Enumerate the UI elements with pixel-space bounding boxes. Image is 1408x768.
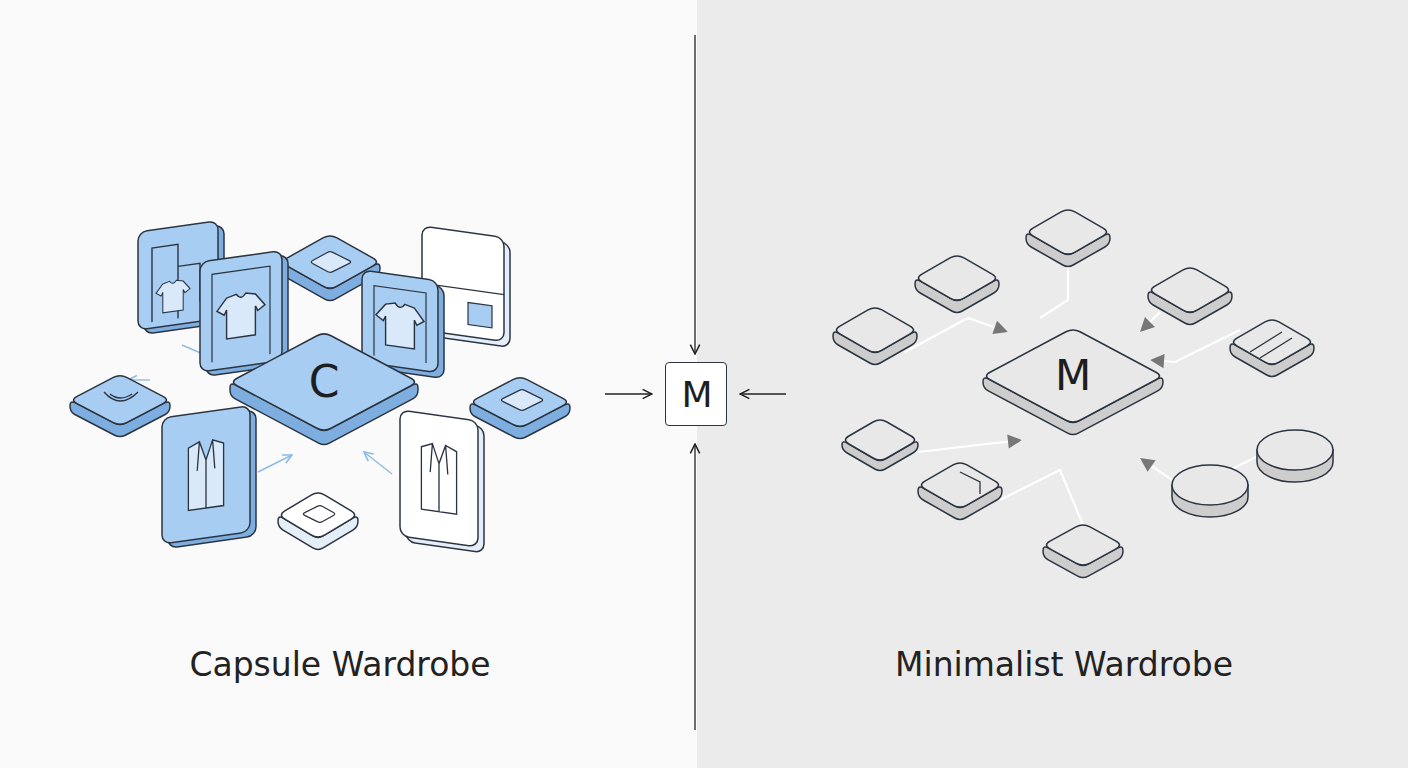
tile-top (234, 334, 415, 430)
grey-tile (1026, 210, 1110, 267)
grey-tile (918, 463, 1002, 520)
link-line (1000, 470, 1083, 525)
tile-top (74, 376, 167, 424)
garment-card (400, 410, 484, 553)
folded-tile (278, 493, 358, 549)
capsule-hub-tile: C (230, 332, 418, 446)
tile-top (1029, 210, 1106, 254)
grey-tile (1148, 268, 1232, 325)
jacket-icon (188, 438, 223, 510)
node-letter: C (309, 360, 340, 404)
flow-arrow (364, 452, 392, 474)
link-line (1140, 458, 1172, 480)
link-line (1230, 455, 1260, 470)
grey-tile (915, 256, 999, 313)
divider-arrow (694, 35, 695, 354)
minimalist-hub-tile: M (983, 328, 1163, 436)
merge-box: M (665, 362, 727, 426)
minimalist-illustration (833, 210, 1333, 578)
folded-tile (470, 378, 570, 439)
round-tile (1257, 430, 1333, 482)
tile-top (1047, 525, 1120, 565)
jacket-icon (421, 442, 456, 514)
link-line (1150, 330, 1240, 362)
text-wrap: C (230, 332, 418, 432)
grey-tile (842, 420, 918, 470)
inner-square (501, 390, 542, 411)
flow-arrow (258, 455, 292, 472)
round-tile (1172, 465, 1248, 517)
card-face (200, 250, 282, 372)
garment-card (162, 405, 256, 549)
tile-top (845, 420, 914, 460)
link-line (918, 440, 1022, 452)
tile-top (1233, 320, 1310, 364)
hub-tile-shape (230, 334, 418, 445)
swatch-square (468, 302, 492, 327)
collar-icon (104, 392, 138, 401)
left-panel (0, 0, 697, 768)
link-line (1140, 312, 1160, 332)
panel-caption: Capsule Wardrobe (40, 645, 640, 684)
capsule-illustration (70, 220, 570, 553)
divider-arrow (694, 444, 695, 730)
divider-lines (1250, 332, 1292, 358)
grey-tile (833, 308, 917, 365)
merge-arrow (740, 393, 786, 394)
tile-top (1151, 268, 1228, 312)
inner-mark (960, 472, 980, 494)
right-panel (697, 0, 1408, 768)
hub-tile-shape (983, 330, 1163, 435)
merge-arrow (605, 393, 652, 394)
panel-caption: Minimalist Wardrobe (764, 645, 1364, 684)
tile-top (921, 463, 998, 507)
card-face (362, 270, 438, 373)
text-wrap: M (983, 328, 1163, 424)
text-wrap: M (666, 363, 728, 427)
tshirt-tile (70, 376, 170, 437)
node-letter: M (1055, 355, 1091, 397)
tile-top (281, 493, 354, 537)
tile-top (987, 330, 1160, 422)
inner-square (303, 506, 334, 523)
link-line (905, 318, 1008, 352)
tile-top (918, 256, 995, 300)
node-letter: M (681, 377, 712, 413)
tile-top (1172, 465, 1248, 505)
tile-top (1257, 430, 1333, 470)
card-face (162, 406, 250, 544)
shirt-icon (217, 290, 265, 340)
rack-lines (212, 266, 270, 362)
tile-top (836, 308, 913, 352)
grey-tile (1230, 320, 1314, 377)
card-face (400, 410, 478, 547)
grey-tile (1043, 525, 1123, 578)
inner-square (311, 252, 350, 273)
rack-lines (374, 286, 426, 363)
shirt-icon (156, 278, 190, 313)
shirt-icon (376, 300, 424, 350)
wardrobe-lines (152, 241, 200, 322)
tile-top (474, 378, 567, 426)
